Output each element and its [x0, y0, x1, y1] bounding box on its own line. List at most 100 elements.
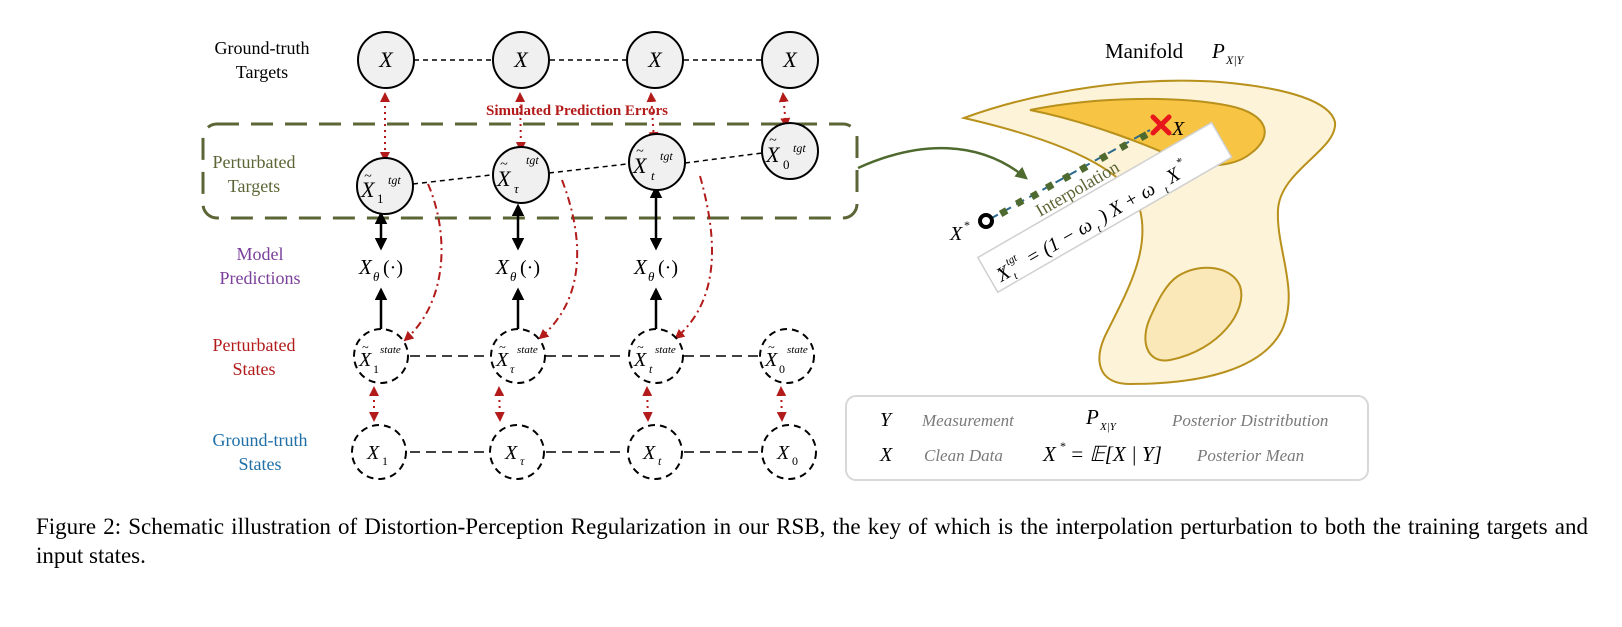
box-to-manifold-arrow: [857, 146, 1028, 180]
svg-text:t: t: [1095, 223, 1104, 235]
pert-target-links: [412, 152, 763, 185]
svg-text:1: 1: [373, 362, 379, 376]
svg-text:X: X: [495, 349, 509, 371]
svg-text:state: state: [655, 344, 676, 356]
gt-target-nodes: X X X X: [357, 31, 819, 89]
gt-state-node: X 0: [761, 424, 817, 480]
svg-text:X: X: [633, 255, 648, 279]
svg-text:Posterior Mean: Posterior Mean: [1196, 446, 1304, 465]
svg-text:X: X: [647, 47, 663, 72]
svg-text:X: X: [378, 47, 394, 72]
svg-text:t: t: [651, 168, 655, 183]
svg-text:t: t: [649, 362, 653, 376]
pert-state-node: ~ X 1 state: [353, 328, 409, 384]
xstar-label: X *: [949, 218, 970, 245]
svg-text:Y: Y: [880, 409, 893, 431]
svg-text:τ: τ: [514, 181, 520, 196]
pert-state-node: ~ X t state: [628, 328, 684, 384]
svg-text:tgt: tgt: [660, 149, 673, 163]
pert-target-node: ~ X 1 tgt: [356, 157, 414, 215]
svg-text:X: X: [495, 255, 510, 279]
svg-text:X|Y: X|Y: [1099, 421, 1118, 433]
svg-text:~: ~: [637, 340, 644, 354]
row-label-pert-states-2: States: [233, 359, 276, 379]
svg-text:state: state: [517, 344, 538, 356]
svg-text:X: X: [949, 223, 963, 245]
svg-text:(·): (·): [520, 257, 540, 279]
gt-state-node: X 1: [351, 424, 407, 480]
manifold: [960, 79, 1337, 386]
pert-target-node: ~ X τ tgt: [492, 146, 550, 204]
svg-text:X: X: [1042, 442, 1057, 466]
svg-text:1: 1: [382, 454, 388, 468]
manifold-x-label: X: [1171, 118, 1185, 140]
model-predictions: X θ (·) X θ (·) X θ (·): [358, 255, 678, 284]
svg-text:P: P: [1085, 405, 1099, 429]
svg-text:X: X: [642, 442, 656, 464]
svg-text:0: 0: [779, 362, 785, 376]
manifold-inner-bottom: [1144, 266, 1243, 362]
simulated-error-arrows: [369, 92, 791, 422]
svg-text:Manifold: Manifold: [1105, 39, 1184, 63]
svg-text:(·): (·): [658, 257, 678, 279]
model-prediction: X θ (·): [495, 255, 540, 284]
perturbed-targets-box: [201, 122, 859, 220]
model-arrows: [374, 185, 663, 340]
svg-text:X: X: [633, 349, 647, 371]
svg-text:X: X: [765, 142, 781, 167]
row-label-gt-targets-2: Targets: [236, 62, 288, 82]
row-label-model-pred: Model: [237, 244, 284, 264]
svg-text:~: ~: [362, 340, 369, 354]
pert-target-nodes: ~ X 1 tgt ~ X τ tgt ~ X t tgt ~ X 0 tgt: [356, 122, 819, 215]
svg-text:τ: τ: [520, 454, 525, 468]
pert-target-node: ~ X t tgt: [628, 133, 686, 191]
row-label-pert-states: Perturbated: [213, 335, 296, 355]
svg-text:~: ~: [364, 169, 372, 184]
svg-text:tgt: tgt: [526, 153, 539, 167]
svg-text:state: state: [787, 344, 808, 356]
row-labels: Ground-truth Targets Perturbated Targets…: [213, 38, 310, 474]
manifold-title: Manifold P X|Y: [1105, 39, 1245, 67]
svg-text:X: X: [366, 442, 380, 464]
svg-text:X: X: [360, 177, 376, 202]
formula-box: ~ X t tgt = (1 − ω t ) X + ω t X *: [976, 121, 1233, 294]
interpolation-path: [978, 114, 1172, 229]
svg-text:t: t: [1011, 270, 1020, 282]
svg-text:~: ~: [499, 340, 506, 354]
figure-caption: Figure 2: Schematic illustration of Dist…: [36, 514, 1588, 568]
svg-text:X: X: [504, 442, 518, 464]
legend-row-clean-data: X Clean Data X * = 𝔼[X | Y] Posterior Me…: [879, 439, 1304, 466]
pert-state-node: ~ X τ state: [490, 328, 546, 384]
svg-text:P: P: [1211, 39, 1225, 63]
svg-text:0: 0: [792, 454, 798, 468]
row-label-gt-states: Ground-truth: [213, 430, 308, 450]
svg-text:= 𝔼[X | Y]: = 𝔼[X | Y]: [1070, 442, 1162, 466]
model-prediction: X θ (·): [358, 255, 403, 284]
row-label-gt-targets: Ground-truth: [215, 38, 310, 58]
gt-target-node: X: [357, 31, 415, 89]
svg-text:~: ~: [769, 133, 777, 148]
row-label-model-pred-2: Predictions: [220, 268, 301, 288]
simulated-errors-label: Simulated Prediction Errors: [486, 103, 668, 119]
svg-text:X: X: [496, 166, 512, 191]
svg-text:tgt: tgt: [793, 141, 806, 155]
svg-text:t: t: [658, 454, 662, 468]
posterior-mean-marker: [978, 213, 994, 229]
row-label-pert-targets-2: Targets: [228, 176, 280, 196]
svg-text:*: *: [964, 218, 970, 232]
legend: Y Measurement P X|Y Posterior Distritbut…: [845, 395, 1369, 481]
model-prediction: X θ (·): [633, 255, 678, 284]
svg-text:θ: θ: [373, 269, 380, 284]
svg-text:(·): (·): [383, 257, 403, 279]
svg-text:state: state: [380, 344, 401, 356]
svg-text:θ: θ: [510, 269, 517, 284]
svg-text:X: X: [513, 47, 529, 72]
legend-row-measurement: Y Measurement P X|Y Posterior Distritbut…: [880, 405, 1328, 433]
gt-target-node: X: [761, 31, 819, 89]
gt-state-node: X τ: [489, 424, 545, 480]
svg-text:Posterior Distritbution: Posterior Distritbution: [1171, 411, 1328, 430]
svg-text:tgt: tgt: [388, 173, 401, 187]
svg-text:X: X: [358, 349, 372, 371]
svg-text:X: X: [879, 444, 893, 466]
pert-state-node: ~ X 0 state: [759, 328, 815, 384]
